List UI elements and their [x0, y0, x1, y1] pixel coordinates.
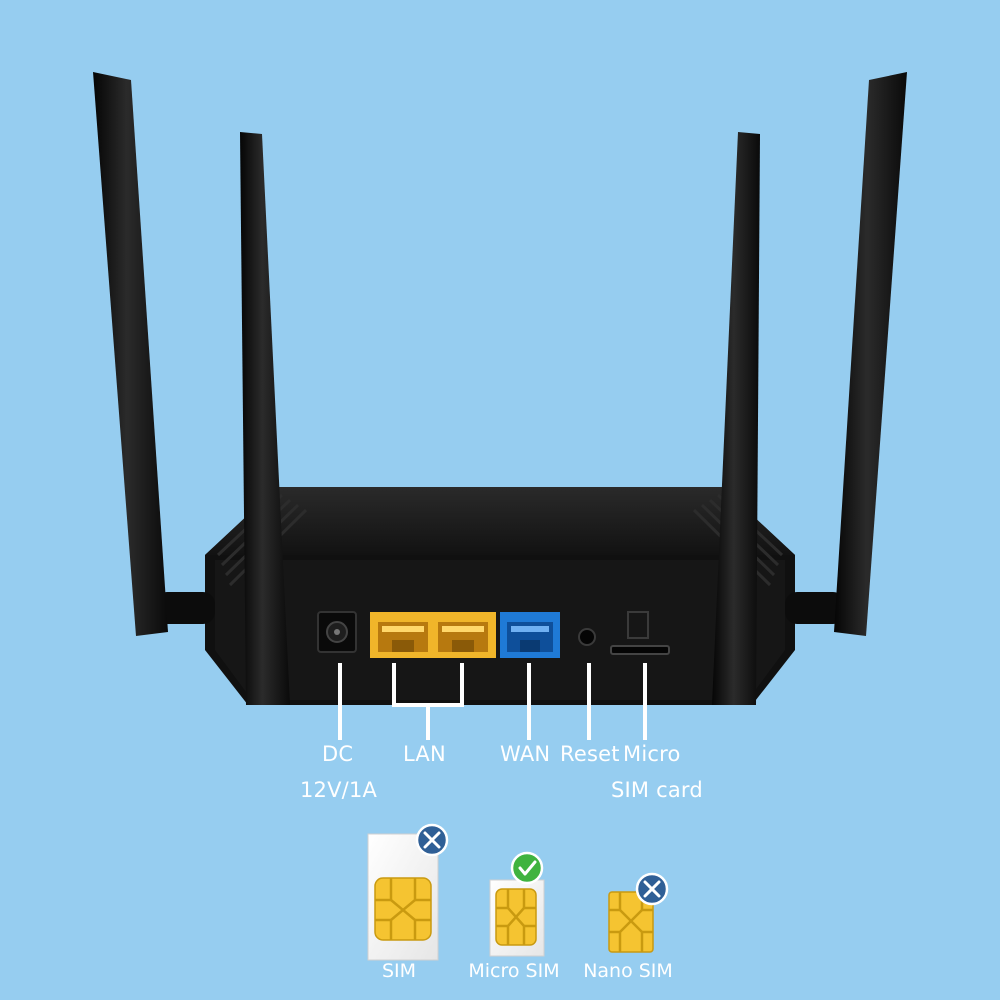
antenna-inner-left [240, 132, 290, 705]
micro-sim-label: Micro [623, 742, 681, 766]
lan-ports [370, 612, 496, 658]
micro-sim-slot [610, 611, 670, 655]
router-body [205, 487, 795, 705]
sim-card-standard [367, 833, 439, 961]
sim-type-label-micro: Micro SIM [468, 960, 560, 982]
dc-rating-label: 12V/1A [300, 778, 378, 802]
antenna-outer-right [834, 72, 907, 636]
dc-label: DC [322, 742, 354, 766]
sim-card-label: SIM card [611, 778, 703, 802]
sim-card-nano [608, 891, 654, 953]
sim-micro-supported-icon [510, 851, 544, 885]
antenna-hinges [155, 592, 845, 624]
reset-label: Reset [560, 742, 620, 766]
wan-port [500, 612, 560, 658]
sim-type-label-standard: SIM [381, 960, 417, 982]
sim-card-micro [489, 879, 545, 957]
antenna-inner-right [712, 132, 760, 705]
sim-type-label-nano: Nano SIM [583, 960, 673, 982]
callout-lines [338, 663, 647, 740]
lan-label: LAN [403, 742, 446, 766]
wan-label: WAN [500, 742, 551, 766]
dc-power-jack [317, 611, 357, 653]
reset-button [578, 628, 596, 646]
antenna-outer-left [93, 72, 168, 636]
sim-standard-unsupported-icon [415, 823, 449, 857]
sim-nano-unsupported-icon [635, 872, 669, 906]
